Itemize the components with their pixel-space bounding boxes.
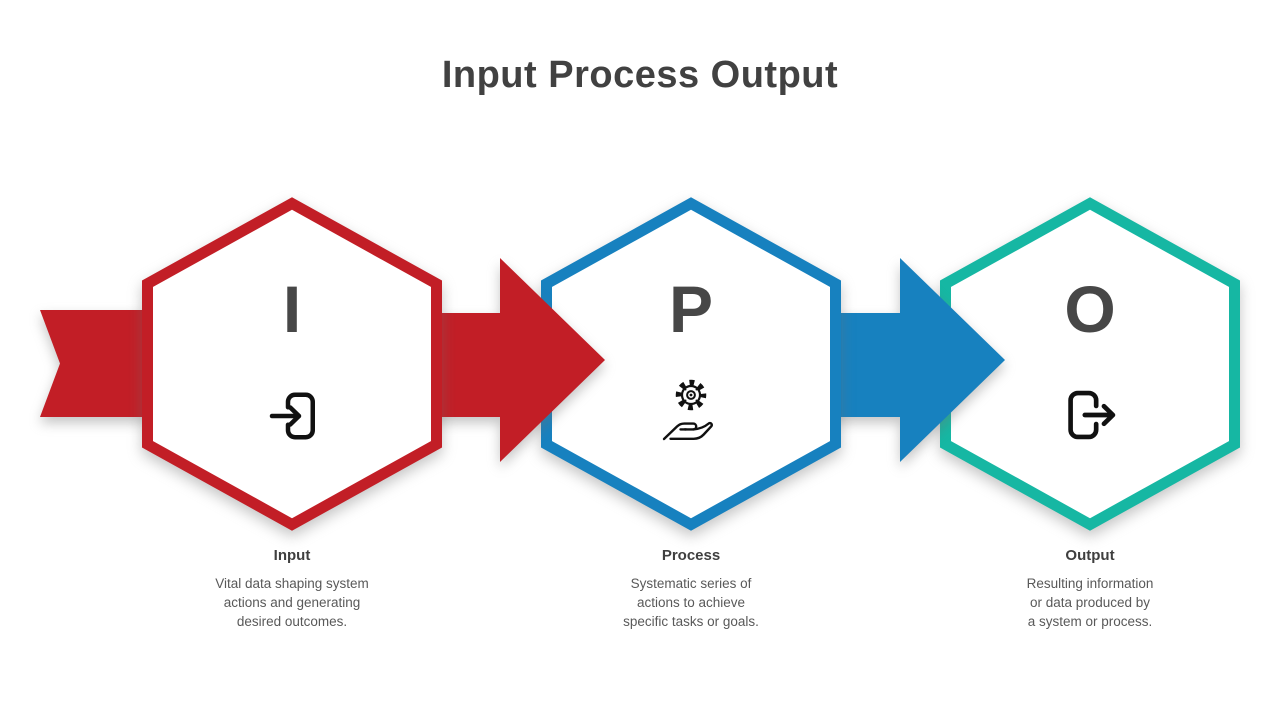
caption-input-description: Vital data shaping system actions and ge… (215, 576, 369, 629)
caption-output: Output Resulting information or data pro… (950, 547, 1230, 631)
caption-input: Input Vital data shaping system actions … (152, 547, 432, 631)
page-title: Input Process Output (441, 54, 839, 96)
hexagon-input-border (142, 197, 442, 531)
caption-process-label: Process (661, 547, 721, 564)
hexagon-process-border (541, 197, 841, 531)
process-letter: P (668, 272, 714, 346)
hexagon-process: P (531, 188, 851, 540)
caption-process-description: Systematic series of actions to achieve … (623, 576, 759, 629)
hexagon-input: I (132, 188, 452, 540)
input-letter: I (282, 272, 302, 346)
hexagon-output-border (940, 197, 1240, 531)
output-letter: O (1064, 272, 1116, 346)
arrow-input-to-process (425, 258, 605, 462)
caption-output-description: Resulting information or data produced b… (1026, 576, 1154, 629)
gear-hand-icon (662, 379, 714, 441)
caption-input-label: Input (273, 547, 311, 564)
hexagon-output: O (930, 188, 1250, 540)
arrow-process-to-output (825, 258, 1005, 462)
ribbon-tail-arrow (40, 310, 150, 417)
logout-icon (1068, 390, 1116, 440)
caption-output-label: Output (1065, 547, 1115, 564)
caption-process: Process Systematic series of actions to … (551, 547, 831, 631)
login-icon (269, 392, 315, 440)
